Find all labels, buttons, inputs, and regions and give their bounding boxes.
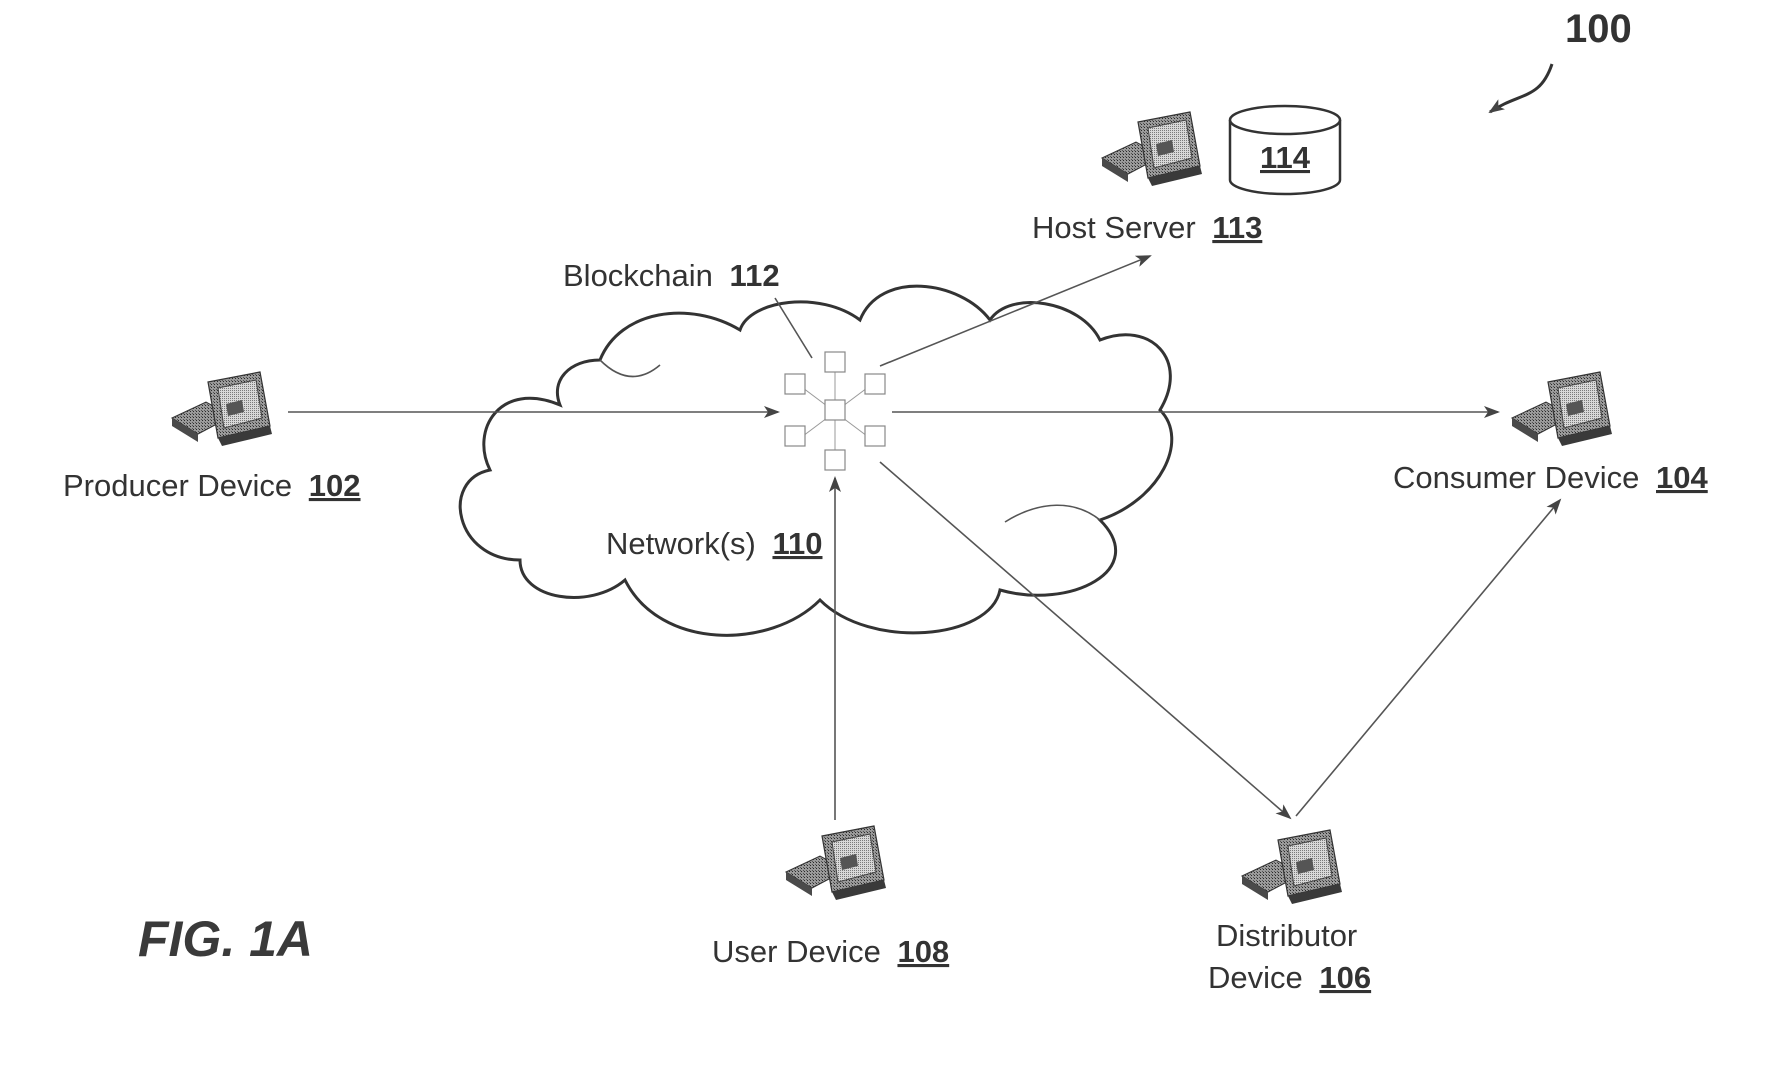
figure-caption: FIG. 1A xyxy=(138,911,313,967)
figure-ref-number: 100 xyxy=(1565,7,1632,51)
consumer-device-icon xyxy=(1512,372,1612,446)
distributor-device-icon xyxy=(1242,830,1342,904)
consumer-device-label: Consumer Device 104 xyxy=(1393,460,1708,495)
distributor-to-consumer-arrow xyxy=(1296,500,1560,816)
distributor-device-label-line2: Device 106 xyxy=(1208,960,1371,995)
distributor-device-label-line1: Distributor xyxy=(1216,918,1357,953)
user-device-label: User Device 108 xyxy=(712,934,949,969)
figure-pointer-arrow xyxy=(1490,64,1552,112)
network-cloud xyxy=(460,286,1172,635)
database-ref: 114 xyxy=(1260,140,1311,175)
producer-device-label: Producer Device 102 xyxy=(63,468,361,503)
host-server-label: Host Server 113 xyxy=(1032,210,1262,245)
database-cylinder-icon: 114 xyxy=(1230,106,1340,194)
network-label: Network(s) 110 xyxy=(606,526,822,561)
host-server-icon xyxy=(1102,112,1202,186)
user-device-icon xyxy=(786,826,886,900)
producer-device-icon xyxy=(172,372,272,446)
blockchain-label: Blockchain 112 xyxy=(563,258,780,293)
